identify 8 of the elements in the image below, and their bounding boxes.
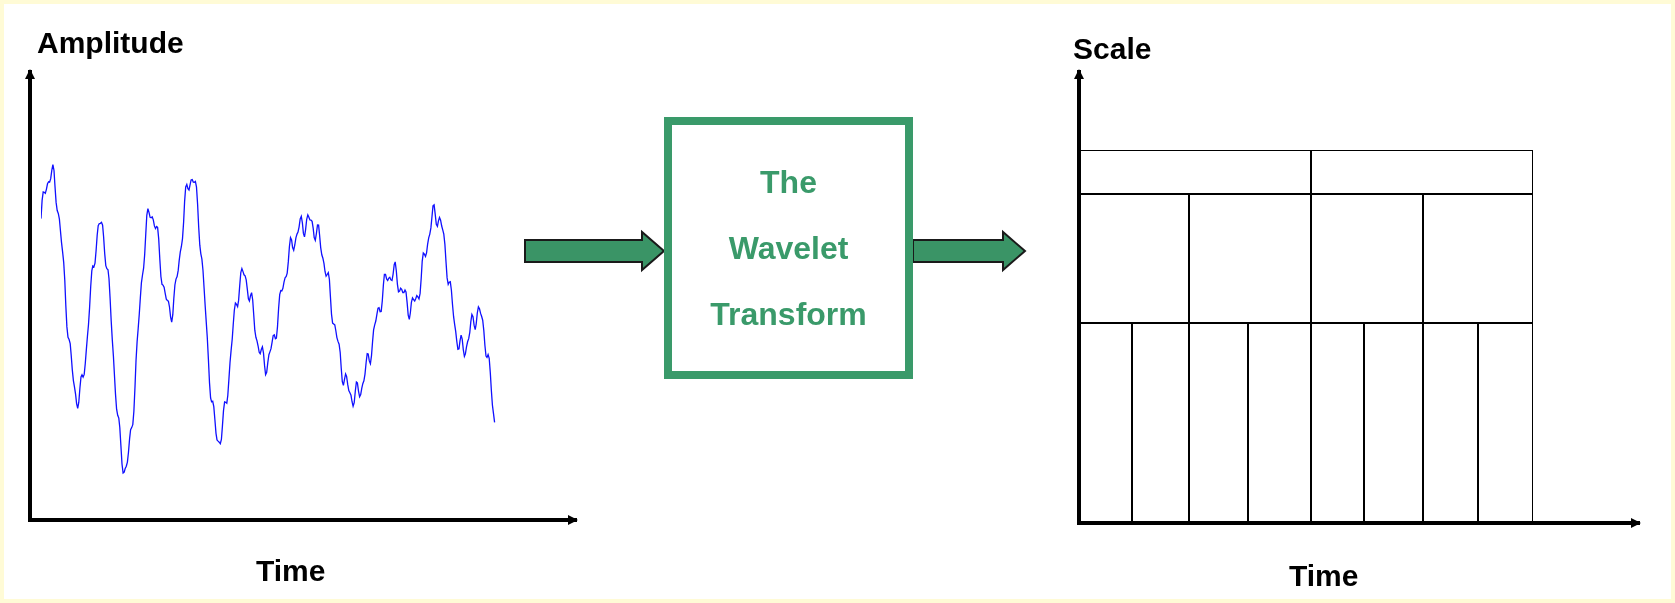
block-arrow [912,229,1027,273]
box-label: The Wavelet Transform [709,163,868,334]
block-arrow [524,229,666,273]
axis-label: Scale [1073,31,1152,67]
axis-label: Amplitude [37,25,184,61]
process-box [664,117,913,379]
axis-label: Time [1289,558,1359,594]
axis-label: Time [256,553,326,589]
